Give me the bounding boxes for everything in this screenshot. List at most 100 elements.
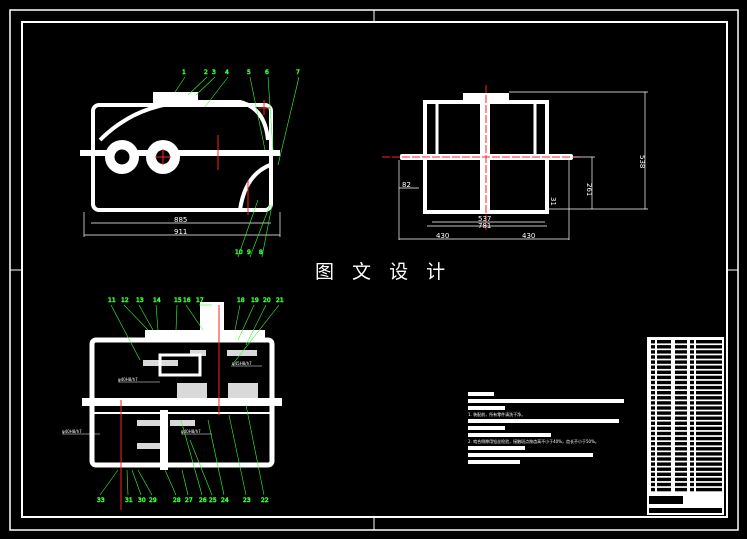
parts-list-cell bbox=[690, 442, 694, 446]
fit-label: φ40H8/h7 bbox=[181, 429, 201, 434]
parts-list-cell bbox=[690, 452, 694, 456]
parts-list-cell bbox=[657, 472, 671, 476]
leader-line bbox=[249, 76, 266, 151]
parts-list-cell bbox=[675, 452, 687, 456]
parts-list-cell bbox=[657, 385, 671, 390]
parts-list-cell bbox=[651, 411, 655, 415]
parts-list-cell bbox=[675, 380, 687, 385]
dim-inner-width: 537 bbox=[478, 215, 491, 223]
part-number-label: 26 bbox=[199, 497, 207, 504]
leader-line bbox=[174, 76, 186, 93]
parts-list-cell bbox=[690, 477, 694, 482]
parts-list-cell bbox=[657, 396, 671, 400]
leader-line bbox=[261, 204, 273, 258]
leader-line bbox=[195, 76, 216, 96]
parts-list-cell bbox=[651, 416, 655, 420]
parts-list-cell bbox=[696, 360, 722, 364]
parts-list-cell bbox=[690, 406, 694, 410]
leader-line bbox=[231, 304, 280, 366]
leader-line bbox=[267, 76, 274, 151]
dim-height-total: 538 bbox=[638, 155, 646, 168]
parts-list-cell bbox=[690, 355, 694, 359]
parts-list-cell bbox=[657, 401, 671, 405]
parts-list-cell bbox=[651, 375, 655, 380]
parts-list-cell bbox=[675, 406, 687, 410]
part-number-label: 6 bbox=[265, 69, 269, 76]
part-number-label: 10 bbox=[235, 249, 243, 256]
parts-list-cell bbox=[657, 482, 671, 487]
parts-list-cell bbox=[696, 487, 722, 492]
part-number-label: 24 bbox=[221, 497, 229, 504]
leader-line bbox=[189, 439, 213, 496]
parts-list-cell bbox=[696, 391, 722, 395]
dim-911: 911 bbox=[174, 228, 187, 236]
parts-list-cell bbox=[675, 401, 687, 405]
leader-line bbox=[175, 304, 178, 331]
part-number-label: 23 bbox=[243, 497, 251, 504]
part-number-label: 20 bbox=[263, 297, 271, 304]
parts-list-cell bbox=[690, 467, 694, 471]
dim-half-left: 430 bbox=[436, 232, 449, 240]
leader-line bbox=[204, 76, 229, 108]
parts-list-cell bbox=[657, 370, 671, 374]
part-number-label: 16 bbox=[183, 297, 191, 304]
parts-list-cell bbox=[657, 462, 671, 466]
parts-list-cell bbox=[690, 421, 694, 425]
parts-list-cell bbox=[651, 355, 655, 359]
parts-list-cell bbox=[657, 375, 671, 380]
parts-list-cell bbox=[651, 426, 655, 431]
part-number-label: 17 bbox=[196, 297, 204, 304]
parts-list-cell bbox=[690, 426, 694, 431]
parts-list-cell bbox=[651, 385, 655, 390]
parts-list-cell bbox=[651, 421, 655, 425]
parts-list-cell bbox=[675, 477, 687, 482]
parts-list-cell bbox=[696, 462, 722, 466]
parts-list-cell bbox=[690, 360, 694, 364]
fit-label: φ40H8/h7 bbox=[118, 377, 138, 382]
part-number-label: 7 bbox=[296, 69, 300, 76]
side-view: 538 261 82 31 537 781 430 430 bbox=[382, 85, 648, 240]
requirement-line: 1. 装配前，所有零件清洗干净。 bbox=[468, 411, 525, 417]
parts-list-cell bbox=[675, 360, 687, 364]
parts-list-cell bbox=[690, 436, 694, 441]
part-number-label: 4 bbox=[225, 69, 229, 76]
parts-list-cell bbox=[696, 467, 722, 471]
parts-list-cell bbox=[651, 487, 655, 492]
parts-list-cell bbox=[651, 447, 655, 451]
parts-list-cell bbox=[657, 487, 671, 492]
parts-list-cell bbox=[657, 442, 671, 446]
part-number-label: 30 bbox=[138, 497, 146, 504]
requirement-line: 2. 啮合侧隙用铅丝检验，接触斑点按齿高不小于40%，齿长不小于50%。 bbox=[468, 438, 599, 444]
fit-label: φ45H8/h7 bbox=[232, 361, 252, 366]
parts-list-cell bbox=[696, 426, 722, 431]
parts-list-cell bbox=[657, 457, 671, 461]
parts-list-cell bbox=[651, 482, 655, 487]
dim-half-right: 430 bbox=[522, 232, 535, 240]
parts-list-cell bbox=[696, 482, 722, 487]
watermark-title: 图 文 设 计 bbox=[315, 261, 451, 283]
parts-list-cell bbox=[675, 370, 687, 374]
parts-list-cell bbox=[690, 482, 694, 487]
parts-list-cell bbox=[690, 431, 694, 436]
parts-list-cell bbox=[690, 447, 694, 451]
title-block-footer-cell bbox=[649, 508, 722, 513]
parts-list-cell bbox=[696, 421, 722, 425]
parts-list-cell bbox=[690, 391, 694, 395]
dim-885: 885 bbox=[174, 216, 187, 224]
part-number-label: 14 bbox=[153, 297, 161, 304]
parts-list-cell bbox=[675, 431, 687, 436]
parts-list-cell bbox=[696, 385, 722, 390]
part-number-label: 9 bbox=[247, 249, 251, 256]
part-number-label: 25 bbox=[209, 497, 217, 504]
parts-list-cell bbox=[657, 416, 671, 420]
parts-list-cell bbox=[651, 360, 655, 364]
parts-list-cell bbox=[675, 355, 687, 359]
parts-list-cell bbox=[657, 380, 671, 385]
leader-line bbox=[137, 469, 153, 496]
parts-list-cell bbox=[690, 401, 694, 405]
parts-list-cell bbox=[651, 345, 655, 349]
parts-list-cell bbox=[690, 385, 694, 390]
part-number-label: 31 bbox=[125, 497, 133, 504]
parts-list-cell bbox=[696, 477, 722, 482]
technical-requirements: 1. 装配前，所有零件清洗干净。 2. 啮合侧隙用铅丝检验，接触斑点按齿高不小于… bbox=[468, 392, 624, 464]
